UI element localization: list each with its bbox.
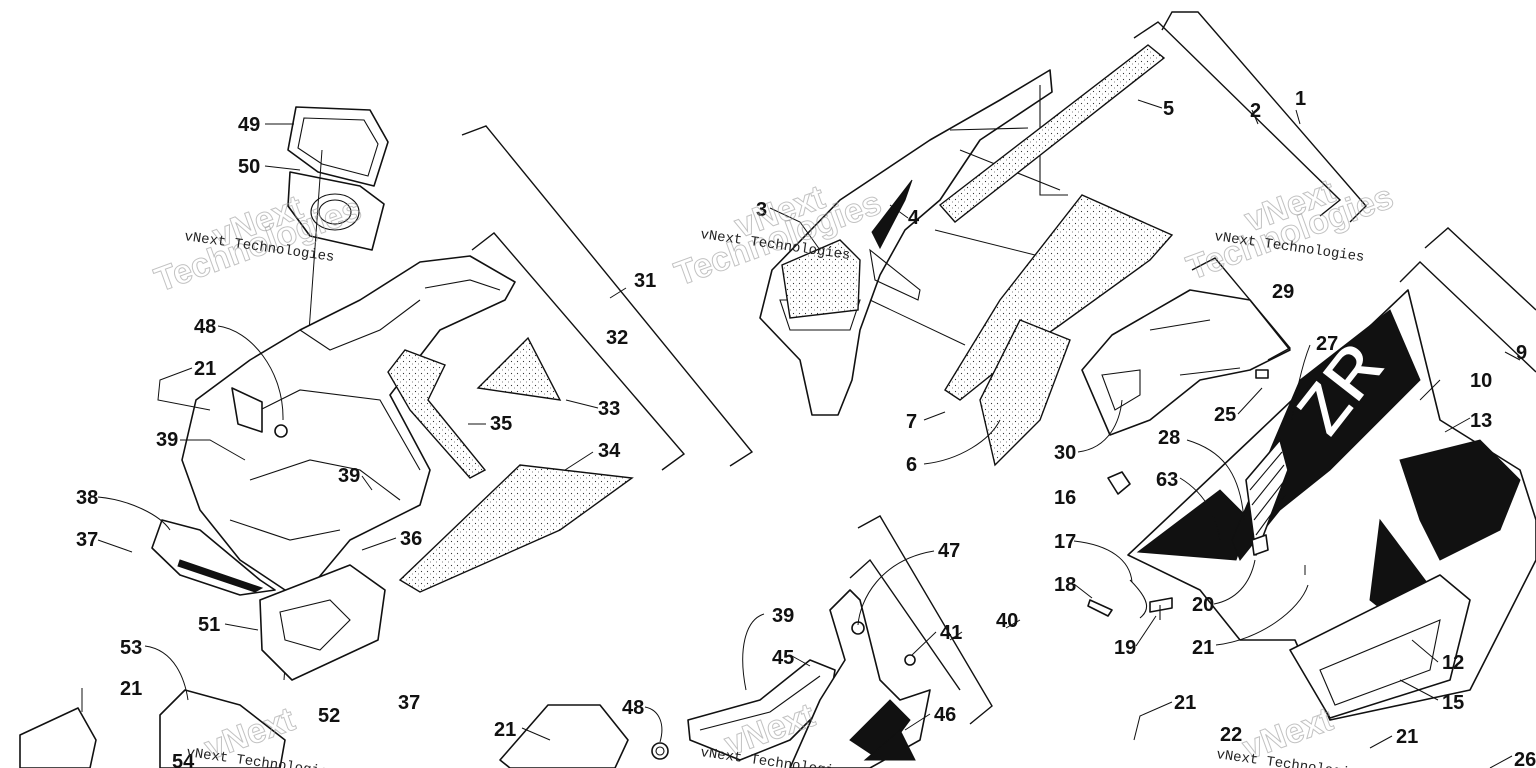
callout-53: 53 bbox=[120, 637, 142, 659]
foam-5 bbox=[938, 44, 1166, 223]
callout-31: 31 bbox=[634, 270, 656, 292]
callout-32: 32 bbox=[606, 327, 628, 349]
foam-6 bbox=[979, 319, 1071, 467]
gasket-49 bbox=[287, 106, 389, 187]
plate-51 bbox=[259, 564, 386, 681]
callout-27: 27 bbox=[1316, 333, 1338, 355]
callout-30: 30 bbox=[1054, 442, 1076, 464]
inner-panel-29 bbox=[1081, 289, 1291, 436]
callout-26: 26 bbox=[1514, 749, 1536, 768]
mesh-28 bbox=[1245, 439, 1289, 556]
callout-39: 39 bbox=[156, 429, 178, 451]
callout-36: 36 bbox=[400, 528, 422, 550]
callout-2: 2 bbox=[1250, 100, 1261, 122]
callout-51: 51 bbox=[198, 614, 220, 636]
callout-39: 39 bbox=[338, 465, 360, 487]
callout-45: 45 bbox=[772, 647, 794, 669]
callout-4: 4 bbox=[908, 207, 920, 229]
callout-48: 48 bbox=[194, 316, 216, 338]
plate-50 bbox=[287, 171, 385, 251]
callout-37: 37 bbox=[398, 692, 420, 714]
callout-19: 19 bbox=[1114, 637, 1136, 659]
corner-54 bbox=[19, 707, 97, 768]
callout-1: 1 bbox=[1295, 88, 1306, 110]
callout-48: 48 bbox=[622, 697, 644, 719]
callout-41: 41 bbox=[940, 622, 962, 644]
callout-20: 20 bbox=[1192, 594, 1214, 616]
callout-10: 10 bbox=[1470, 370, 1492, 392]
callout-16: 16 bbox=[1054, 487, 1076, 509]
callout-63: 63 bbox=[1156, 469, 1178, 491]
callout-21: 21 bbox=[494, 719, 516, 741]
callout-50: 50 bbox=[238, 156, 260, 178]
deflector-38 bbox=[151, 519, 276, 596]
callout-33: 33 bbox=[598, 398, 620, 420]
callout-37: 37 bbox=[76, 529, 98, 551]
callout-21: 21 bbox=[1192, 637, 1214, 659]
hood-assembly bbox=[759, 44, 1174, 467]
callout-25: 25 bbox=[1214, 404, 1236, 426]
callout-21: 21 bbox=[1174, 692, 1196, 714]
callout-54: 54 bbox=[172, 751, 195, 768]
lower-middle bbox=[499, 589, 931, 768]
foam-35 bbox=[387, 349, 487, 479]
callout-21: 21 bbox=[120, 678, 142, 700]
callout-18: 18 bbox=[1054, 574, 1076, 596]
callout-34: 34 bbox=[598, 440, 621, 462]
callout-46: 46 bbox=[934, 704, 956, 726]
callout-21: 21 bbox=[1396, 726, 1418, 748]
callout-15: 15 bbox=[1442, 692, 1464, 714]
foam-set-31 bbox=[387, 336, 634, 593]
callout-39: 39 bbox=[772, 605, 794, 627]
leaders bbox=[81, 99, 1513, 768]
callout-38: 38 bbox=[76, 487, 98, 509]
callout-40: 40 bbox=[996, 610, 1018, 632]
callout-35: 35 bbox=[490, 413, 512, 435]
hood-shell bbox=[759, 69, 1053, 416]
callout-17: 17 bbox=[1054, 531, 1076, 553]
callout-5: 5 bbox=[1163, 98, 1174, 120]
callout-9: 9 bbox=[1516, 342, 1527, 364]
callout-7: 7 bbox=[906, 411, 917, 433]
callout-labels: 49 50 48 21 39 39 38 37 51 53 21 54 52 3… bbox=[76, 88, 1536, 768]
callout-28: 28 bbox=[1158, 427, 1180, 449]
callout-12: 12 bbox=[1442, 652, 1464, 674]
callout-22: 22 bbox=[1220, 724, 1242, 746]
callout-49: 49 bbox=[238, 114, 260, 136]
callout-3: 3 bbox=[756, 199, 767, 221]
foam-3 bbox=[781, 239, 861, 319]
callout-13: 13 bbox=[1470, 410, 1492, 432]
brackets bbox=[461, 11, 1536, 725]
callout-52: 52 bbox=[318, 705, 340, 727]
foam-34 bbox=[398, 464, 634, 593]
foam-7 bbox=[944, 194, 1174, 401]
nose-panel: ZR bbox=[1087, 289, 1536, 721]
shroud-53 bbox=[159, 689, 286, 768]
callout-21: 21 bbox=[194, 358, 216, 380]
callout-6: 6 bbox=[906, 454, 917, 476]
callout-47: 47 bbox=[938, 540, 960, 562]
foam-33 bbox=[476, 336, 562, 401]
callout-29: 29 bbox=[1272, 281, 1294, 303]
left-assembly bbox=[19, 106, 516, 768]
